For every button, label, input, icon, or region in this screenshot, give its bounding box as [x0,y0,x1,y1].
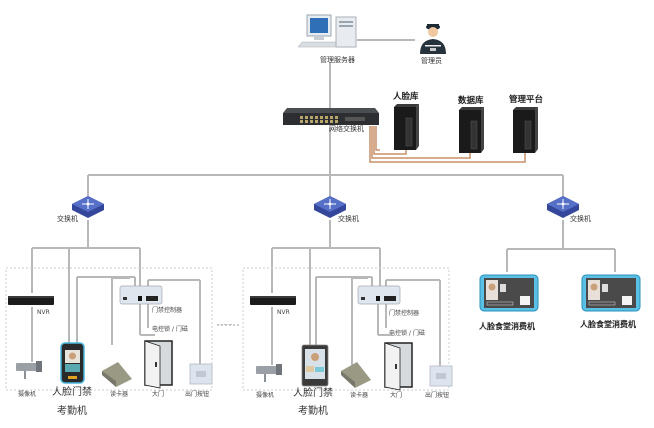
canteen-terminal-1-icon [479,274,539,312]
b2-face-terminal-icon [301,344,329,387]
canteen-terminal-1-label: 人脸食堂消费机 [479,321,535,331]
workstation-label: 管理服务器 [320,56,355,64]
b1-device-label-camera: 摄像机 [18,391,37,398]
server-label-2: 数据库 [458,96,484,106]
b2-controller-label: 门禁控制器 [389,310,420,317]
workstation-icon [297,14,357,48]
canteen-terminal-2-icon [581,274,641,312]
branch-1-switch-label: 交换机 [57,215,78,223]
server-label-3: 管理平台 [509,95,544,105]
connection-lines [31,39,616,370]
branch-3-switch-label: 交换机 [570,215,591,223]
branch-switch-3-icon [547,196,579,218]
b1-lock-label: 电控锁 / 门磁 [152,326,188,333]
b2-card-reader-icon [341,362,371,388]
admin-label: 管理员 [421,57,442,65]
b1-device-label-door: 大门 [152,391,165,398]
b2-exit-button-icon [429,365,453,387]
b2-camera-icon [256,364,282,382]
b1-face-terminal-icon [60,342,85,384]
b1-sub-label: 考勤机 [57,406,87,417]
b1-door-icon [144,340,173,389]
b2-device-label-camera: 摄像机 [256,392,275,399]
canteen-terminal-2-label: 人脸食堂消费机 [580,319,636,329]
server-database-icon [459,107,484,153]
b2-sub-label: 考勤机 [298,406,328,417]
b2-device-label-door: 大门 [390,392,403,399]
server-label-1: 人脸库 [393,92,419,102]
b1-camera-icon [16,361,42,379]
b2-nvr-icon [250,296,296,305]
branch-switch-1-icon [72,196,104,218]
b2-door-icon [384,342,413,391]
b2-nvr-label: NVR [277,309,290,316]
b2-lock-label: 电控锁 / 门磁 [389,330,425,337]
b2-access-controller-icon [357,285,401,305]
b1-device-label-exit: 出门按钮 [185,391,210,398]
branch-switch-2-icon [314,196,346,218]
b1-access-controller-icon [119,285,163,305]
server-management-icon [513,107,538,153]
b1-device-label-reader: 读卡器 [110,391,129,398]
b2-device-label-reader: 读卡器 [350,392,369,399]
b1-controller-label: 门禁控制器 [152,307,183,314]
core-switch-icon [283,108,379,125]
core-switch-label: 网络交换机 [329,125,364,133]
b1-nvr-icon [8,296,54,305]
b1-device-label-face: 人脸门禁 [52,387,92,398]
b1-exit-button-icon [189,363,213,385]
b1-nvr-label: NVR [37,309,50,316]
b2-device-label-face: 人脸门禁 [293,388,333,399]
server-face-db-icon [394,104,419,150]
admin-icon [420,24,446,54]
b2-device-label-exit: 出门按钮 [425,392,450,399]
branch-2-switch-label: 交换机 [338,215,359,223]
ellipsis-label: ...... [219,319,233,327]
server-links [369,126,526,163]
b1-card-reader-icon [102,362,132,387]
